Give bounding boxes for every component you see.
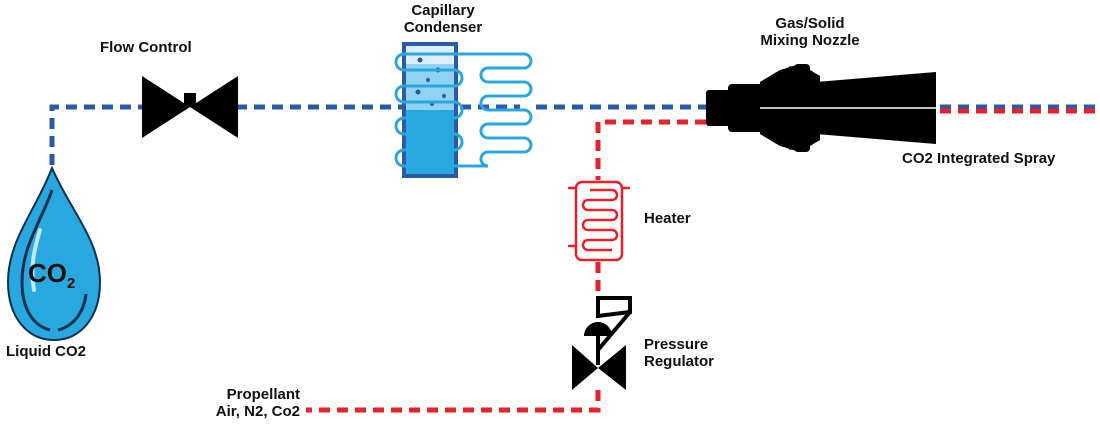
flow-control-label: Flow Control [100, 39, 192, 56]
propellant-flow-line [306, 108, 1095, 413]
liquid-co2-drop [6, 165, 102, 342]
integrated-spray-label: CO2 Integrated Spray [902, 150, 1056, 167]
mixing-nozzle [706, 64, 936, 152]
co2-symbol: CO2 [28, 259, 75, 298]
co2-subscript: 2 [67, 275, 76, 293]
heater [568, 180, 630, 262]
heater-label: Heater [644, 210, 691, 227]
capillary-condenser-label: Capillary Condenser [403, 2, 483, 36]
co2-flow-line [49, 104, 1095, 165]
liquid-co2-label: Liquid CO2 [6, 343, 86, 360]
co2-symbol-text: CO [28, 258, 67, 288]
flow-control-valve [142, 76, 238, 138]
pressure-regulator-label: Pressure Regulator [644, 336, 715, 370]
capillary-condenser [394, 42, 533, 178]
propellant-label: Propellant Air, N2, Co2 [215, 386, 300, 420]
mixing-nozzle-label: Gas/Solid Mixing Nozzle [760, 15, 860, 49]
pressure-regulator [572, 296, 632, 390]
